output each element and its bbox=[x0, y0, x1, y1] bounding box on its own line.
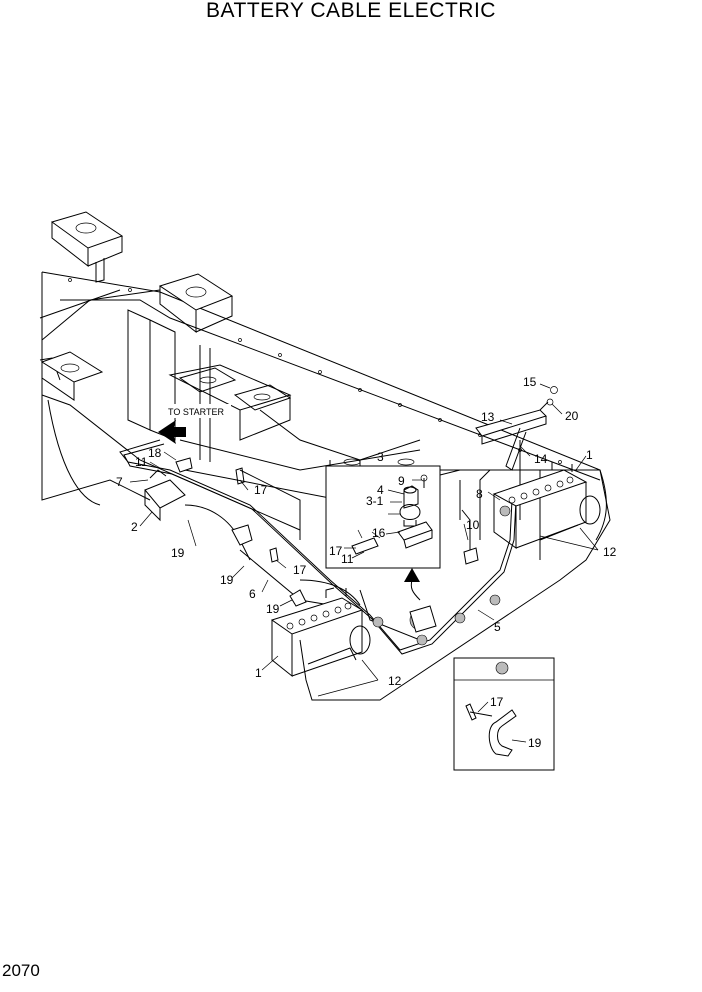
callout-14: 14 bbox=[534, 452, 548, 466]
callout-19-left: 19 bbox=[171, 546, 185, 560]
callout-1-lower: 1 bbox=[255, 666, 262, 680]
callout-5: 5 bbox=[494, 620, 501, 634]
frame-structure bbox=[39, 211, 611, 701]
battery-lower bbox=[270, 587, 371, 678]
callout-17-inset: 17 bbox=[329, 544, 343, 558]
callout-15: 15 bbox=[523, 375, 537, 389]
callout-16: 16 bbox=[372, 526, 386, 540]
callout-12-lower: 12 bbox=[388, 674, 402, 688]
callout-12-right: 12 bbox=[603, 545, 617, 559]
callout-6: 6 bbox=[249, 587, 256, 601]
battery-switch-inset bbox=[325, 465, 441, 569]
callout-18: 18 bbox=[148, 446, 162, 460]
callout-19-detail: 19 bbox=[528, 736, 542, 750]
callout-19-lower: 19 bbox=[266, 602, 280, 616]
to-starter-label: TO STARTER bbox=[168, 407, 225, 417]
callout-3: 3 bbox=[377, 450, 384, 464]
callout-labels: 1 1 2 3 3-1 4 5 6 7 8 9 10 11 11 12 12 1… bbox=[116, 375, 617, 750]
callout-17-upper: 17 bbox=[254, 483, 268, 497]
page-title: BATTERY CABLE ELECTRIC bbox=[206, 0, 496, 22]
callout-8: 8 bbox=[476, 487, 483, 501]
callout-11-upper: 11 bbox=[135, 455, 148, 469]
callout-4: 4 bbox=[377, 483, 384, 497]
callout-7: 7 bbox=[116, 475, 123, 489]
battery-hold-bracket bbox=[475, 386, 558, 471]
to-starter-arrow bbox=[158, 420, 186, 444]
callout-3-1: 3-1 bbox=[366, 494, 384, 508]
callout-11-inset: 11 bbox=[341, 552, 354, 566]
battery-cable bbox=[119, 439, 521, 655]
battery-right bbox=[492, 462, 601, 549]
to-starter-label-bg bbox=[165, 404, 231, 418]
inset-pointer-arrow bbox=[404, 568, 421, 601]
callout-19-middle: 19 bbox=[220, 573, 234, 587]
page-number: 2070 bbox=[2, 961, 40, 980]
callout-10: 10 bbox=[466, 518, 480, 532]
clamp-detail-box bbox=[453, 657, 555, 771]
callout-20: 20 bbox=[565, 409, 579, 423]
callout-17-detail: 17 bbox=[490, 695, 504, 709]
leader-lines bbox=[129, 383, 599, 743]
callout-13: 13 bbox=[481, 410, 495, 424]
harness-parts bbox=[144, 457, 479, 633]
callout-2: 2 bbox=[131, 520, 138, 534]
callout-1-right: 1 bbox=[586, 448, 593, 462]
callout-17-middle: 17 bbox=[293, 563, 307, 577]
callout-9: 9 bbox=[398, 474, 405, 488]
